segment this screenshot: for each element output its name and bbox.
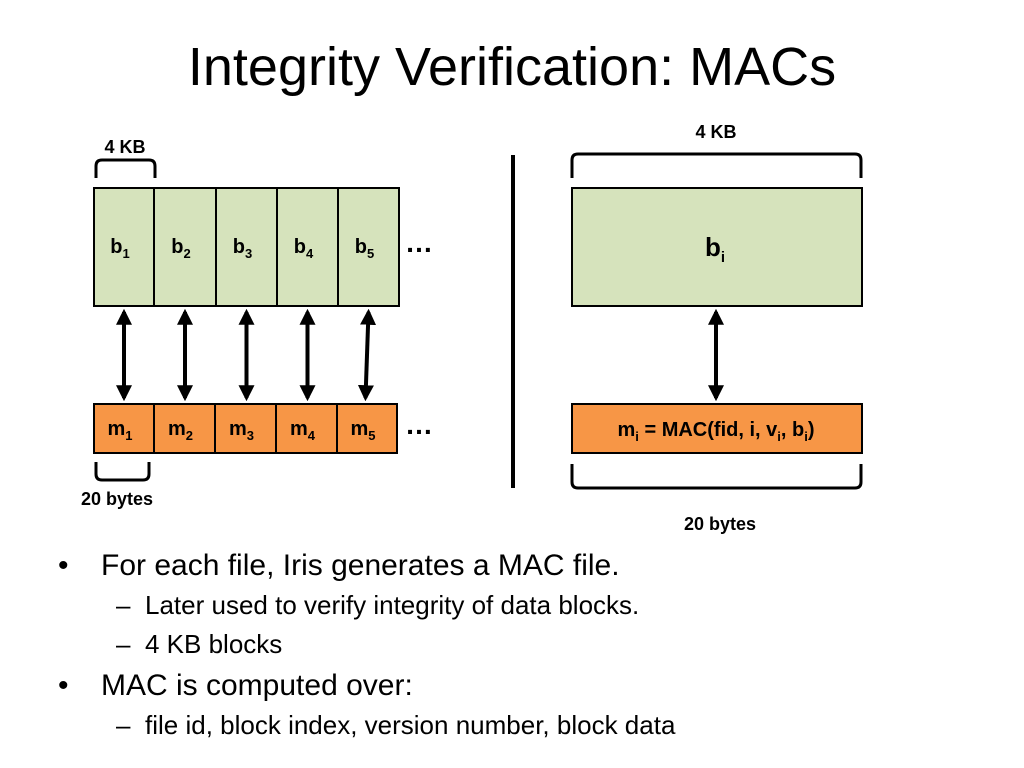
mac-i xyxy=(571,403,863,454)
sub-bullet-text: file id, block index, version number, bl… xyxy=(145,710,676,741)
bullet-mark: • xyxy=(58,549,69,582)
mac-block-label: m3 xyxy=(229,418,254,443)
mac-block-label: m4 xyxy=(290,418,316,443)
bullet-mark: • xyxy=(58,669,69,703)
slide-title: Integrity Verification: MACs xyxy=(187,37,837,97)
mac-i-formula: mi = MAC(fid, i, vi, bi) xyxy=(617,419,814,444)
sub-bullet-mark: – xyxy=(116,590,131,620)
macs-ellipsis: … xyxy=(405,409,433,440)
data-block: b4 xyxy=(276,187,339,307)
sub-bullet-item: – file id, block index, version number, … xyxy=(58,710,998,741)
left-top-brace-label: 4 KB xyxy=(104,137,145,157)
data-block: b1 xyxy=(93,187,155,307)
left-bottom-brace-label: 20 bytes xyxy=(81,489,153,509)
sub-bullet-item: – Later used to verify integrity of data… xyxy=(58,590,998,621)
data-block: b3 xyxy=(215,187,278,307)
mac-block-label: m2 xyxy=(168,418,193,443)
left-bottom-brace xyxy=(94,462,151,482)
data-block-label: b5 xyxy=(355,236,374,261)
data-block-label: b4 xyxy=(294,236,314,261)
right-bottom-brace xyxy=(570,464,863,490)
mac-block-label: m1 xyxy=(107,418,132,443)
sub-bullet-mark: – xyxy=(116,710,131,741)
mac-block: m2 xyxy=(153,403,216,454)
right-bottom-brace-label: 20 bytes xyxy=(684,514,756,534)
data-block: b2 xyxy=(153,187,217,307)
mac-blocks-row: m1 m2 m3 m4 m5 xyxy=(93,403,398,454)
data-block: b5 xyxy=(337,187,400,307)
block-i xyxy=(571,187,863,307)
sub-bullet-text: 4 KB blocks xyxy=(145,629,283,660)
mac-block: m5 xyxy=(336,403,398,454)
data-block-label: b3 xyxy=(233,236,252,261)
block-mac-arrows xyxy=(116,308,377,402)
mac-block: m1 xyxy=(93,403,155,454)
bullet-item: • MAC is computed over: xyxy=(58,668,998,704)
left-top-brace xyxy=(94,158,157,178)
sub-bullet-text: Later used to verify integrity of data b… xyxy=(145,590,640,620)
double-arrow xyxy=(357,308,377,402)
data-block-label: b2 xyxy=(171,236,190,261)
sub-bullet-item: – 4 KB blocks xyxy=(58,629,998,660)
mac-block-label: m5 xyxy=(350,418,375,443)
data-block-label: b1 xyxy=(110,236,129,261)
blocks-ellipsis: … xyxy=(405,227,433,258)
mac-block: m3 xyxy=(214,403,277,454)
right-top-brace-label: 4 KB xyxy=(695,122,736,142)
data-blocks-row: b1 b2 b3 b4 b5 xyxy=(93,187,400,307)
bullet-item: • For each file, Iris generates a MAC fi… xyxy=(58,548,998,584)
sub-bullet-mark: – xyxy=(116,629,131,660)
bullet-text: MAC is computed over: xyxy=(101,669,413,703)
block-i-label: bi xyxy=(705,232,725,266)
mac-block: m4 xyxy=(275,403,338,454)
bullet-text: For each file, Iris generates a MAC file… xyxy=(101,549,620,582)
bullet-list: • For each file, Iris generates a MAC fi… xyxy=(58,548,998,750)
right-top-brace xyxy=(570,152,863,178)
